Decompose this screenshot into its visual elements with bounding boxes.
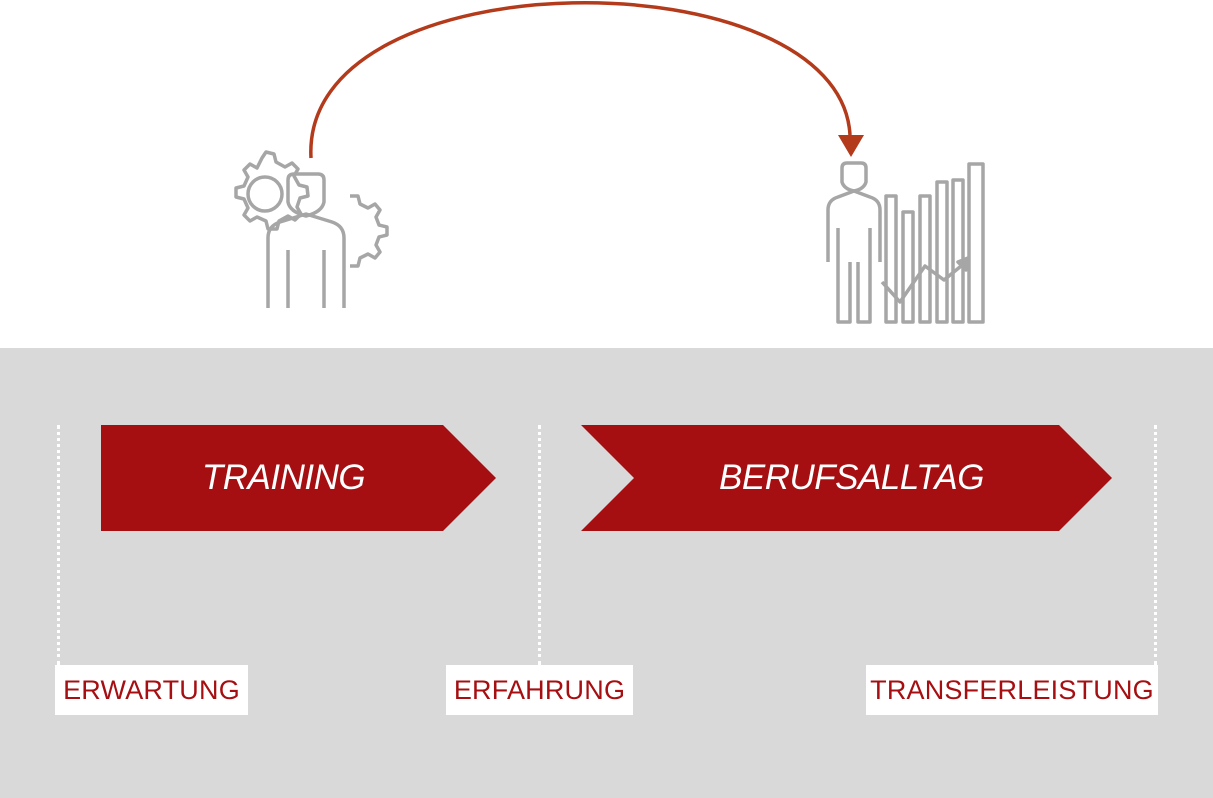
- milestone-line-1: [57, 425, 60, 665]
- milestone-label-erwartung: ERWARTUNG: [55, 665, 248, 715]
- curved-arrow-icon: [309, 0, 864, 159]
- process-band: [0, 348, 1213, 798]
- stage-label-berufsalltag: BERUFSALLTAG: [719, 458, 985, 497]
- milestone-line-3: [1154, 425, 1157, 665]
- milestone-line-2: [538, 425, 541, 665]
- stage-label-training: TRAINING: [201, 458, 366, 497]
- top-illustration: [234, 0, 985, 324]
- milestone-label-transferleistung: TRANSFERLEISTUNG: [866, 665, 1158, 715]
- stage-arrow-berufsalltag: BERUFSALLTAG: [581, 425, 1112, 531]
- person-with-gears-icon: [234, 150, 389, 308]
- person-with-growth-chart-icon: [826, 161, 985, 324]
- stage-arrow-training: TRAINING: [101, 425, 496, 531]
- milestone-label-erfahrung: ERFAHRUNG: [446, 665, 633, 715]
